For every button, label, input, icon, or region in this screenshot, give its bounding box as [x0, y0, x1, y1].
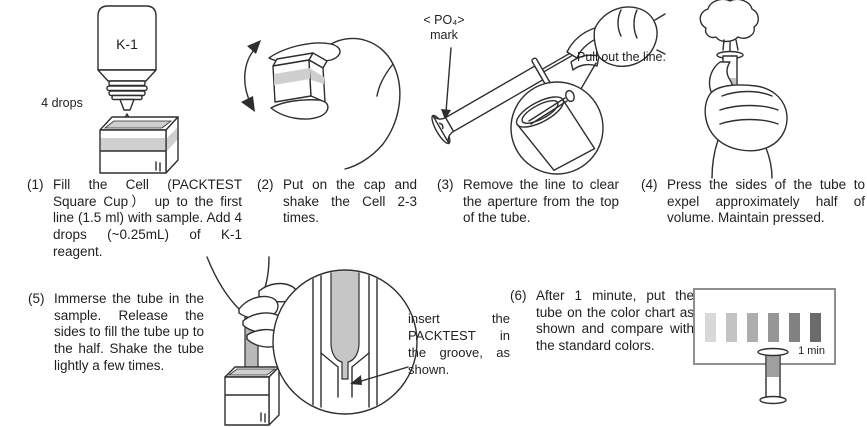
step-body: Immerse the tube in the sample. Release …: [54, 291, 204, 373]
po4-mark-label: < PO₄> mark: [413, 13, 475, 43]
insert-groove-note: insert the PACKTEST in the groove, as sh…: [408, 311, 510, 377]
test-tube: [431, 47, 581, 145]
po4-mark-line2: mark: [430, 28, 458, 42]
step1-illustration: K-1 4 drops: [41, 5, 179, 174]
step-body: After 1 minute, put the tube on the colo…: [536, 288, 694, 354]
step5-illustration: [206, 256, 418, 426]
step-5-text: (5) Immerse the tube in the sample. Rele…: [28, 291, 204, 375]
step-2-text: (2) Put on the cap and shake the Cell 2-…: [257, 177, 417, 227]
spray-lines: [722, 39, 739, 52]
color-chart-bars: [705, 313, 821, 342]
reagent-bottle: K-1: [97, 5, 157, 111]
step-4-text: (4) Press the sides of the tube to expel…: [641, 177, 865, 227]
color-chart: 1 min: [693, 288, 836, 365]
color-swatch: [789, 313, 800, 342]
step-number: (6): [510, 288, 527, 303]
pull-out-line-label: Pull out the line.: [577, 50, 666, 64]
step-number: (3): [437, 177, 454, 192]
po4-mark-arrow: [441, 47, 452, 120]
step-6-text: (6) After 1 minute, put the tube on the …: [510, 288, 694, 355]
step-3-text: (3) Remove the line to clear the apertur…: [437, 177, 619, 227]
color-swatch: [726, 313, 737, 342]
step-number: (4): [641, 177, 658, 192]
step-body: Put on the cap and shake the Cell 2-3 ti…: [283, 177, 417, 226]
step-number: (2): [257, 177, 274, 192]
bottle-label: K-1: [116, 36, 138, 52]
step4-illustration: [699, 0, 788, 179]
magnified-tube-top-inset: [510, 81, 604, 175]
step-body: Press the sides of the tube to expel app…: [667, 177, 865, 226]
groove-inset: [272, 269, 418, 415]
color-chart-tube: [757, 347, 789, 405]
color-swatch: [705, 313, 716, 342]
color-swatch: [768, 313, 779, 342]
color-swatch: [810, 313, 821, 342]
four-drops-label: 4 drops: [41, 96, 83, 110]
step2-illustration: [241, 37, 401, 170]
tube-in-groove: [330, 271, 360, 380]
step-number: (1): [27, 177, 44, 192]
square-cup: [99, 116, 179, 174]
sample-cup: [224, 366, 280, 426]
shake-arrow-icon: [241, 40, 261, 112]
hand-pulling-line: [566, 6, 666, 71]
step-1-text: (1) Fill the Cell (PACKTEST Square Cup） …: [27, 177, 242, 261]
po4-mark-line1: < PO₄>: [423, 13, 465, 27]
step3-illustration: [431, 6, 666, 175]
step-number: (5): [28, 291, 45, 306]
color-swatch: [747, 313, 758, 342]
step-body: Remove the line to clear the aperture fr…: [463, 177, 619, 226]
steam-puff-icon: [699, 0, 759, 43]
dipping-hand: [206, 256, 298, 348]
one-min-label: 1 min: [798, 345, 825, 357]
tube-sample-liquid: [767, 353, 779, 377]
pressing-hand: [704, 61, 788, 179]
test-cell-cube: [272, 52, 328, 103]
step-body: Fill the Cell (PACKTEST Square Cup） up t…: [53, 177, 242, 259]
groove-arrow: [357, 366, 409, 383]
